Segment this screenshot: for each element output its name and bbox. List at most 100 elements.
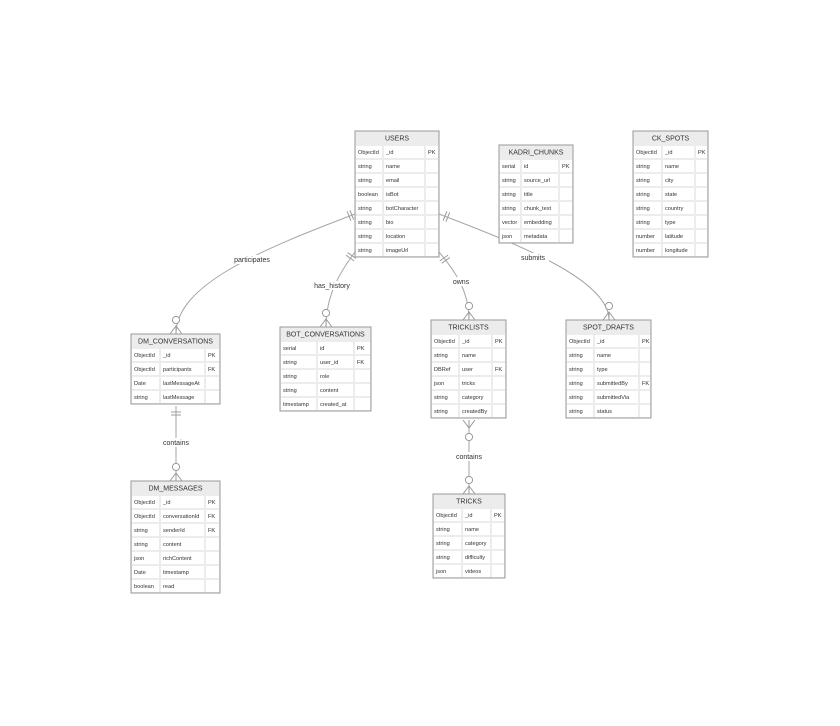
column-key: PK: [494, 513, 502, 519]
cell-bg: [696, 230, 707, 242]
cell-bg: [634, 146, 661, 158]
column-name: _id: [385, 150, 393, 156]
relationship-label-text: contains: [163, 440, 190, 447]
cell-bg: [463, 523, 490, 535]
column-type: string: [134, 395, 148, 401]
relationship-label: contains: [451, 452, 487, 461]
column-key: FK: [208, 528, 215, 534]
cell-bg: [426, 188, 438, 200]
cell-bg: [696, 188, 707, 200]
column-name: conversationId: [163, 514, 199, 520]
relationship-labels: participateshas_historyownssubmitscontai…: [158, 253, 549, 461]
cell-bg: [460, 349, 491, 361]
cell-bg: [595, 349, 638, 361]
column-name: read: [163, 584, 174, 590]
column-name: _id: [461, 339, 469, 345]
column-name: type: [597, 367, 608, 373]
crows-foot-icon: [462, 311, 476, 321]
column-type: string: [436, 555, 450, 561]
one-mark-icon: [439, 254, 451, 264]
column-key: PK: [495, 339, 503, 345]
entity-title: SPOT_DRAFTS: [583, 325, 634, 332]
cell-bg: [634, 230, 661, 242]
cell-bg: [560, 174, 572, 186]
cell-bg: [663, 188, 694, 200]
column-name: email: [386, 178, 399, 184]
entity-title: TRICKLISTS: [448, 325, 489, 332]
column-type: boolean: [358, 192, 378, 198]
column-name: _id: [464, 513, 472, 519]
cell-bg: [522, 230, 558, 242]
column-type: Date: [134, 381, 146, 387]
column-type: string: [358, 178, 372, 184]
cell-bg: [696, 174, 707, 186]
column-key: PK: [208, 353, 216, 359]
cell-bg: [356, 216, 382, 228]
column-type: string: [134, 542, 148, 548]
column-name: botCharacter: [386, 206, 418, 212]
column-type: string: [636, 206, 650, 212]
cell-bg: [493, 391, 505, 403]
cell-bg: [567, 377, 593, 389]
column-name: type: [665, 220, 676, 226]
cell-bg: [206, 496, 219, 508]
column-type: ObjectId: [636, 150, 657, 156]
cell-bg: [663, 174, 694, 186]
column-type: string: [283, 388, 297, 394]
one-mark-icon: [171, 411, 181, 416]
column-key: FK: [208, 367, 215, 373]
column-type: string: [434, 395, 448, 401]
column-name: isBot: [386, 192, 399, 198]
cell-bg: [663, 202, 694, 214]
entity-title: DM_CONVERSATIONS: [138, 339, 213, 346]
column-name: name: [386, 164, 400, 170]
cell-bg: [432, 363, 458, 375]
relationship-label-text: contains: [456, 454, 483, 461]
cell-bg: [696, 146, 707, 158]
cell-bg: [356, 188, 382, 200]
cell-bg: [500, 188, 520, 200]
cell-bg: [493, 335, 505, 347]
cell-bg: [460, 363, 491, 375]
column-name: location: [386, 234, 405, 240]
cell-bg: [356, 244, 382, 256]
column-type: string: [502, 192, 516, 198]
cell-bg: [640, 405, 650, 417]
cell-bg: [522, 160, 558, 172]
column-type: string: [569, 381, 583, 387]
crows-foot-icon: [169, 472, 183, 482]
column-type: string: [134, 528, 148, 534]
cell-bg: [432, 377, 458, 389]
column-type: string: [434, 353, 448, 359]
cell-bg: [500, 160, 520, 172]
column-name: title: [524, 192, 533, 198]
column-type: string: [569, 353, 583, 359]
column-name: lastMessageAt: [163, 381, 200, 387]
cell-bg: [161, 566, 204, 578]
optional-circle-icon: [604, 301, 614, 311]
column-type: string: [283, 360, 297, 366]
optional-circle-icon: [171, 462, 181, 472]
